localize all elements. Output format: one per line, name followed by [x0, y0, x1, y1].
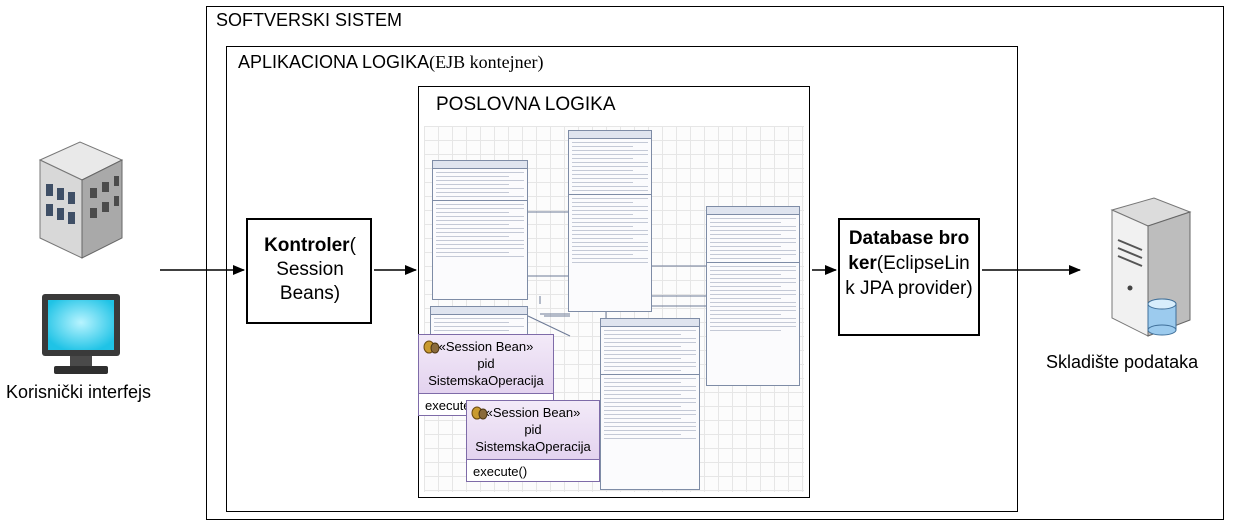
client-label: Korisnički interfejs: [6, 382, 152, 402]
bean-1-method: execute(): [425, 398, 480, 413]
system-title: SOFTVERSKI SISTEM: [216, 10, 403, 30]
server-icon: [1110, 197, 1192, 337]
bean-icon: [423, 340, 440, 354]
broker-label-rest: (EclipseLink JPA provider): [845, 253, 973, 299]
bean-2-method: execute(): [473, 464, 528, 479]
storage-label: Skladište podataka: [1046, 352, 1199, 372]
uml-class-right: [706, 206, 800, 386]
bean-2-stereotype: «Session Bean»: [485, 405, 581, 420]
bean-1-name: SistemskaOperacija: [428, 373, 544, 388]
database-broker-box: Database broker(EclipseLink JPA provider…: [838, 218, 980, 336]
bean-2-name: SistemskaOperacija: [475, 439, 591, 454]
controller-label-bold: Kontroler: [264, 235, 350, 256]
uml-class-center: [568, 130, 652, 312]
building-icon: [38, 141, 124, 259]
session-bean-2: «Session Bean» pid SistemskaOperacija ex…: [466, 400, 600, 482]
bean-icon: [471, 406, 488, 420]
bean-1-package: pid: [477, 356, 495, 371]
uml-class-mid-bottom: [600, 318, 700, 490]
controller-label-rest: ( Session Beans): [276, 235, 356, 304]
controller-box: Kontroler( Session Beans): [246, 218, 372, 324]
class-diagram-associations: [527, 211, 706, 337]
bean-2-package: pid: [524, 422, 542, 437]
app-logic-label: APLIKACIONA LOGIKA: [238, 52, 430, 72]
business-logic-title: POSLOVNA LOGIKA: [436, 94, 616, 115]
monitor-icon: [42, 294, 120, 374]
broker-label-bold: Database broker: [848, 228, 970, 274]
app-logic-paren: (EJB kontejner): [429, 52, 544, 72]
app-logic-title: APLIKACIONA LOGIKA(EJB kontejner): [238, 52, 544, 73]
uml-class-left: [432, 160, 528, 300]
bean-1-stereotype: «Session Bean»: [438, 339, 534, 354]
